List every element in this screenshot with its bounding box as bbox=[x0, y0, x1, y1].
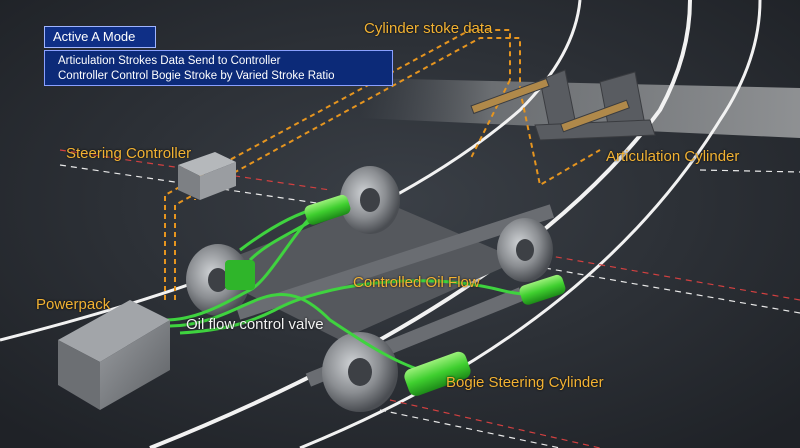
mode-description: Articulation Strokes Data Send to Contro… bbox=[44, 50, 393, 86]
floor-band bbox=[360, 78, 800, 138]
label-controlled-oil-flow: Controlled Oil Flow bbox=[353, 274, 480, 291]
label-powerpack: Powerpack bbox=[36, 296, 111, 313]
powerpack-box bbox=[58, 300, 170, 410]
label-cylinder-stoke-data: Cylinder stoke data bbox=[364, 20, 493, 37]
mode-title: Active A Mode bbox=[44, 26, 156, 48]
articulation-structure bbox=[470, 69, 656, 141]
steering-cylinders bbox=[225, 194, 566, 396]
steering-controller-box bbox=[178, 152, 236, 200]
label-articulation-cylinder: Articulation Cylinder bbox=[606, 148, 740, 165]
label-bogie-steering-cylinder: Bogie Steering Cylinder bbox=[446, 374, 604, 391]
label-steering-controller: Steering Controller bbox=[66, 145, 192, 162]
mode-line-1: Articulation Strokes Data Send to Contro… bbox=[58, 55, 281, 67]
label-oil-flow-control-valve: Oil flow control valve bbox=[186, 316, 324, 333]
mode-line-2: Controller Control Bogie Stroke by Varie… bbox=[58, 70, 335, 82]
